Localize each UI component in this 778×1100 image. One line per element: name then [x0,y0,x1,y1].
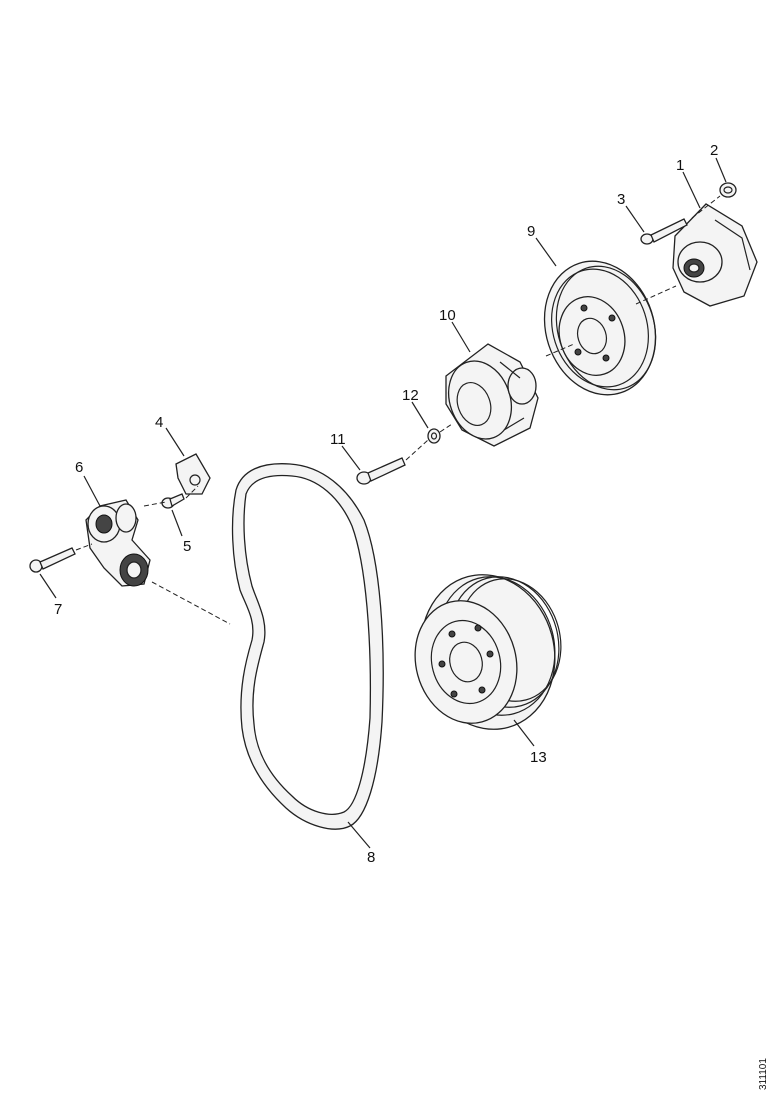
callout-7: 7 [54,601,62,618]
callout-labels: 1 2 3 4 5 6 7 8 9 10 11 12 13 [54,142,718,866]
part-5-bolt [161,493,185,509]
part-6-tensioner [85,499,151,587]
part-8-belt [231,463,384,830]
callout-12: 12 [402,387,419,404]
callout-2: 2 [710,142,718,159]
part-9-pulley [543,260,657,396]
callout-3: 3 [617,191,625,208]
part-7-bolt [29,547,76,573]
leader-lines [39,157,727,849]
callout-10: 10 [439,307,456,324]
part-13-crank-pulley [414,574,562,730]
figure-code: 311101 [758,1058,769,1090]
part-3-bolt [640,218,688,245]
callout-11: 11 [330,431,346,448]
part-1-bracket [672,203,758,307]
callout-4: 4 [155,414,163,431]
part-2-nut [719,182,737,198]
assembly-axes [75,195,721,625]
part-12-washer [427,428,441,444]
callout-13: 13 [530,749,547,766]
callout-8: 8 [367,849,375,866]
part-4-plate [175,453,211,495]
part-10-hub [445,343,539,447]
callout-5: 5 [183,538,191,555]
callout-1: 1 [676,157,684,174]
callout-6: 6 [75,459,83,476]
part-11-bolt [356,457,406,485]
callout-9: 9 [527,223,535,240]
